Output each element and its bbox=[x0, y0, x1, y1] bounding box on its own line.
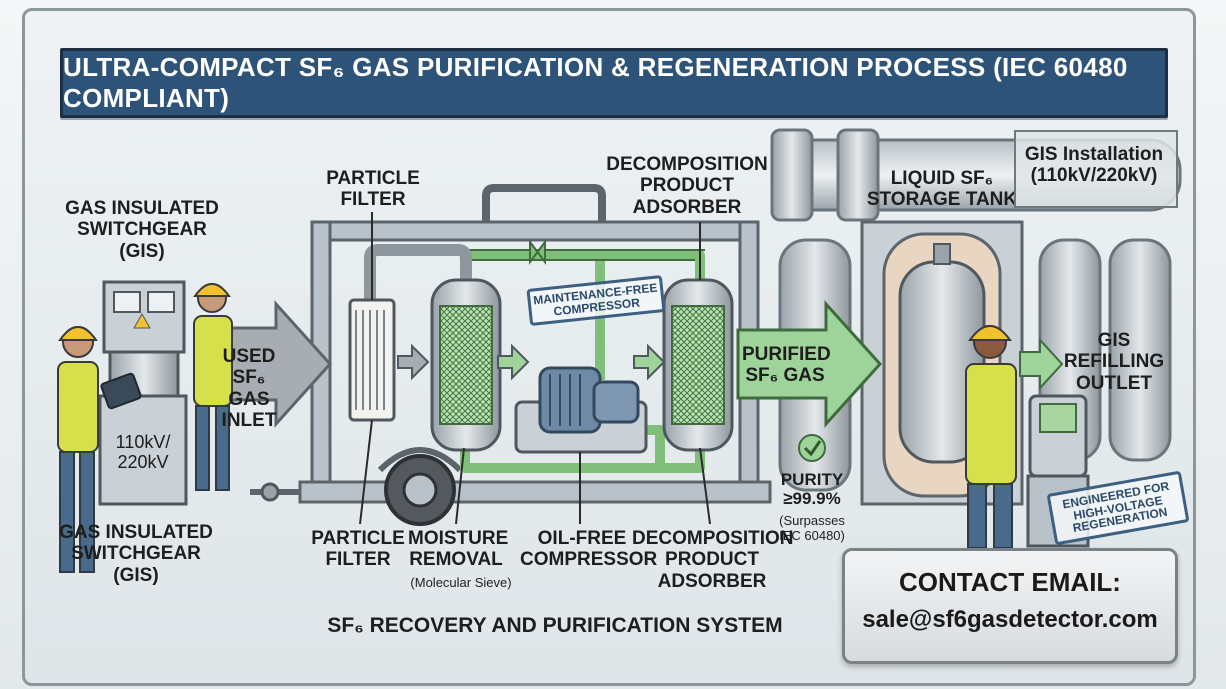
label-gis-installation: GIS Installation (110kV/220kV) bbox=[1024, 144, 1164, 187]
label-gis-bottom: GAS INSULATED SWITCHGEAR (GIS) bbox=[59, 522, 213, 586]
label-moisture-removal: MOISTURE REMOVAL bbox=[408, 528, 509, 571]
page-title: ULTRA-COMPACT SF₆ GAS PURIFICATION & REG… bbox=[60, 48, 1168, 118]
moisture-removal-vessel bbox=[430, 278, 502, 452]
label-purity: PURITY ≥99.9% bbox=[780, 470, 844, 509]
oil-free-compressor-unit bbox=[514, 366, 648, 454]
internal-flow-arrows bbox=[397, 343, 666, 381]
label-system-name: SF₆ RECOVERY AND PURIFICATION SYSTEM bbox=[327, 614, 783, 637]
label-gis-voltage: 110kV/ 220kV bbox=[115, 432, 171, 473]
decomposition-adsorber-vessel bbox=[662, 278, 734, 452]
technician-right bbox=[965, 325, 1017, 549]
label-pointer-lines bbox=[359, 212, 711, 525]
label-molecular-sieve: (Molecular Sieve) bbox=[410, 575, 512, 590]
label-refilling-outlet: GIS REFILLING OUTLET bbox=[1063, 330, 1165, 394]
label-decomposition-top: DECOMPOSITION PRODUCT ADSORBER bbox=[606, 154, 768, 218]
particle-filter-unit bbox=[348, 298, 396, 422]
purity-check-icon bbox=[798, 434, 826, 462]
recovery-skid-frame bbox=[250, 184, 772, 526]
pipe-outline bbox=[460, 249, 705, 261]
gis-installation-box bbox=[1014, 130, 1178, 208]
label-used-gas-inlet: USED SF₆ GAS INLET bbox=[221, 346, 277, 431]
valve-icon bbox=[529, 239, 546, 265]
technician-left bbox=[57, 326, 142, 573]
purified-gas-arrow bbox=[736, 300, 883, 428]
label-purified-gas: PURIFIED SF₆ GAS bbox=[742, 344, 831, 387]
gis-switchgear-cabinet bbox=[98, 280, 188, 506]
label-purity-note: (Surpasses IEC 60480) bbox=[779, 513, 845, 543]
technician-center bbox=[193, 283, 233, 491]
contact-plate: CONTACT EMAIL: sale@sf6gasdetector.com bbox=[842, 548, 1178, 664]
refilling-arrow bbox=[1019, 337, 1064, 391]
contact-heading: CONTACT EMAIL: bbox=[899, 567, 1121, 597]
label-gis-top: GAS INSULATED SWITCHGEAR (GIS) bbox=[65, 198, 219, 262]
label-liquid-storage-tank: LIQUID SF₆ STORAGE TANK bbox=[866, 168, 1018, 211]
liquid-storage-tank bbox=[860, 220, 1024, 506]
inlet-pipe bbox=[364, 244, 472, 300]
label-oil-free-compressor: OIL-FREE COMPRESSOR bbox=[520, 528, 658, 571]
label-particle-filter-top: PARTICLE FILTER bbox=[326, 168, 420, 211]
label-particle-filter-bottom: PARTICLE FILTER bbox=[311, 528, 405, 571]
contact-email[interactable]: sale@sf6gasdetector.com bbox=[862, 606, 1158, 633]
label-decomposition-bottom: DECOMPOSITION PRODUCT ADSORBER bbox=[632, 528, 794, 592]
